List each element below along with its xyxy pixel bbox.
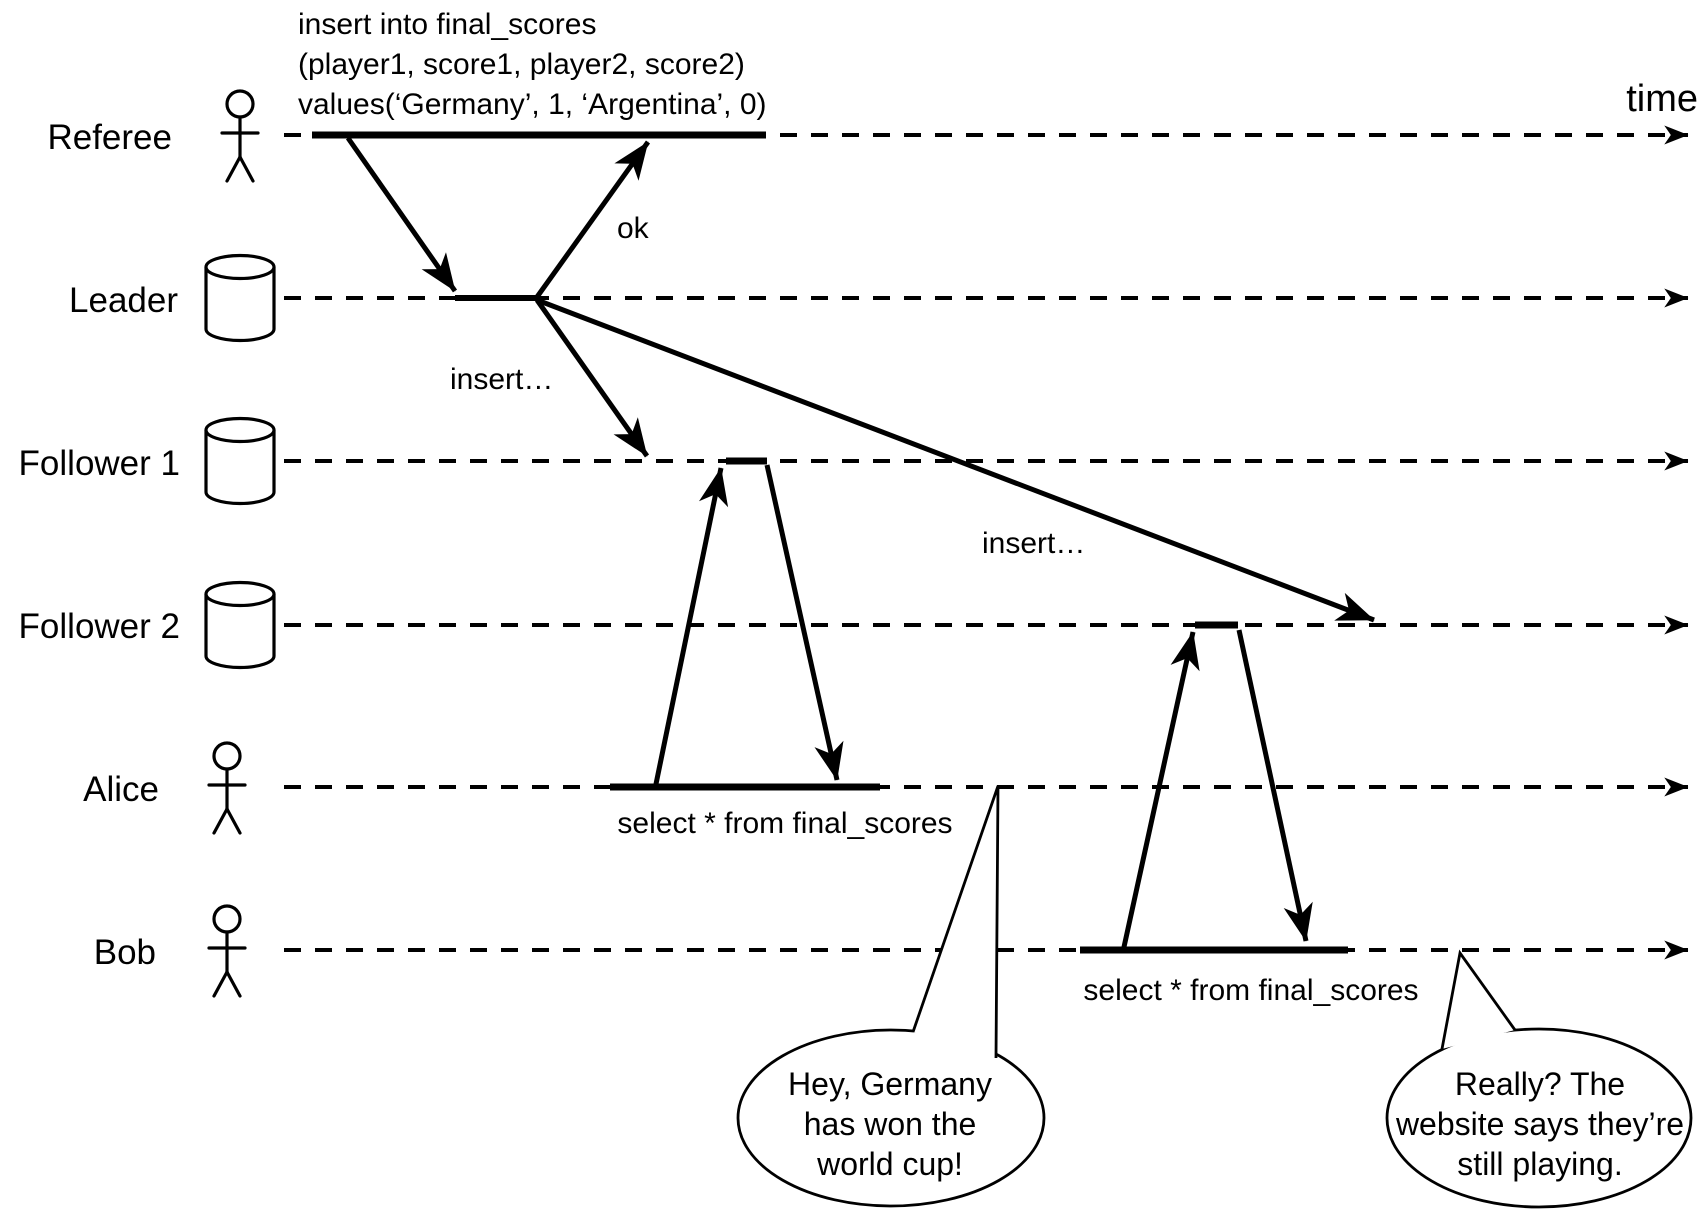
alice-bubble-ellipse — [736, 1028, 1046, 1208]
bob-bubble-line: still playing. — [1457, 1146, 1622, 1182]
alice-bubble-line: Hey, Germany — [788, 1066, 992, 1102]
bob-speech-bubble: Really? The website says they’re still p… — [1385, 949, 1693, 1209]
person-icon — [207, 741, 247, 835]
insert-query-line-3: values(‘Germany’, 1, ‘Argentina’, 0) — [298, 88, 767, 121]
arrow-follower1-reply-to-alice — [764, 464, 844, 781]
database-icon — [204, 253, 276, 343]
lane-label-referee: Referee — [47, 118, 172, 157]
arrow-leader-insert-to-follower2 — [536, 297, 1375, 623]
alice-bubble-line: world cup! — [816, 1146, 963, 1182]
time-axis-label: time — [1626, 78, 1698, 120]
database-icon — [204, 580, 276, 670]
lane-icons — [204, 89, 276, 998]
insert-query-line-2: (player1, score1, player2, score2) — [298, 48, 745, 81]
lane-label-alice: Alice — [83, 770, 159, 809]
lane-label-follower-1: Follower 1 — [19, 444, 180, 483]
database-icon — [204, 416, 276, 506]
arrow-referee-insert-to-leader — [345, 136, 458, 293]
arrow-follower2-reply-to-bob — [1236, 629, 1313, 942]
bob-bubble-line: website says they’re — [1395, 1106, 1684, 1142]
arrow-leader-insert-to-follower1 — [534, 298, 650, 458]
activity-bars — [312, 131, 1348, 954]
ok-message-label: ok — [617, 212, 650, 245]
person-icon — [207, 904, 247, 998]
alice-bubble-tail — [911, 785, 1000, 1059]
text-labels: insert into final_scores (player1, score… — [19, 8, 1698, 1007]
alice-speech-bubble: Hey, Germany has won the world cup! — [736, 785, 1046, 1208]
lane-label-bob: Bob — [94, 933, 156, 972]
insert-query-line-1: insert into final_scores — [298, 8, 596, 41]
bob-bubble-line: Really? The — [1455, 1066, 1625, 1102]
insert-to-follower2-label: insert… — [982, 527, 1085, 560]
lane-label-follower-2: Follower 2 — [19, 607, 180, 646]
alice-select-query-label: select * from final_scores — [617, 807, 952, 840]
arrow-leader-ok-to-referee — [534, 140, 651, 299]
insert-to-follower1-label: insert… — [450, 363, 553, 396]
bob-select-query-label: select * from final_scores — [1083, 974, 1418, 1007]
lane-label-leader: Leader — [69, 281, 178, 320]
arrow-alice-query-to-follower1 — [653, 467, 729, 785]
arrow-bob-query-to-follower2 — [1121, 631, 1200, 948]
person-icon — [220, 89, 260, 183]
bob-bubble-ellipse — [1385, 1027, 1693, 1209]
message-arrows — [345, 136, 1375, 948]
alice-bubble-line: has won the — [804, 1106, 977, 1142]
bob-bubble-tail — [1440, 949, 1517, 1050]
